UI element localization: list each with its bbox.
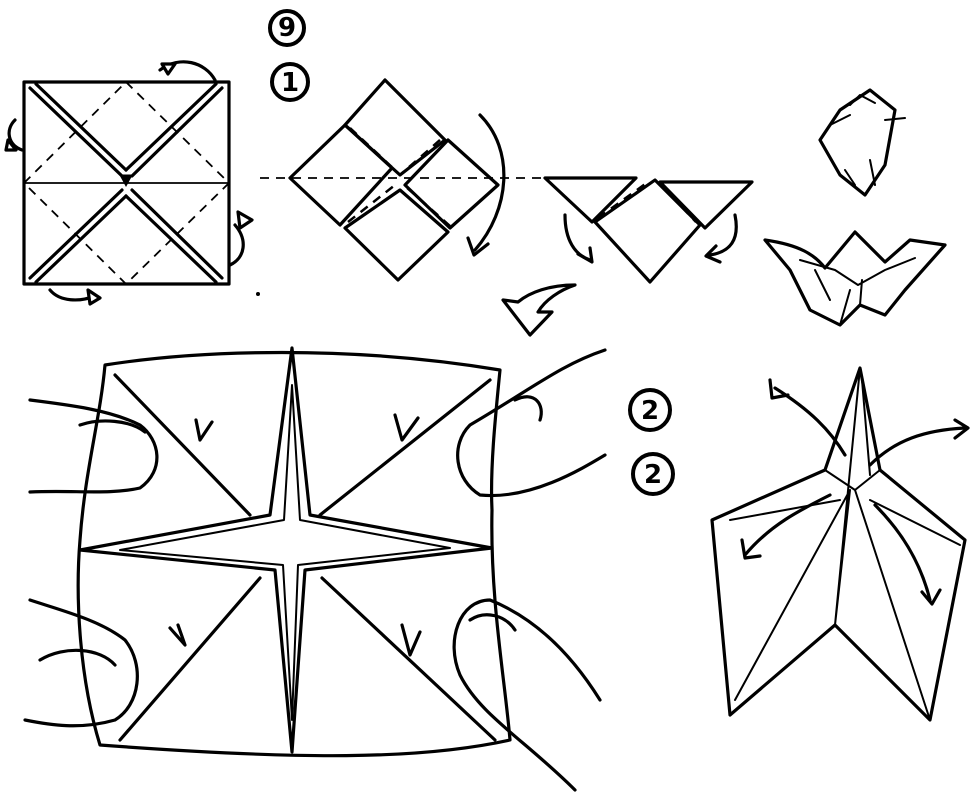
step-number-right-1: 2 [641, 396, 659, 426]
fold-mark-icon [170, 625, 185, 645]
fold-mark-icon [395, 415, 418, 440]
finger-upper-right [458, 350, 605, 496]
rotate-arrow-right-icon [230, 225, 243, 265]
hands-pulling-diagram [25, 348, 605, 790]
opened-pyramid-with-arrows [712, 368, 968, 720]
next-step-arrow-icon [503, 285, 575, 335]
step-number-badge-right-1: 2 [630, 390, 670, 430]
finished-flower-small [820, 90, 905, 195]
fold-mark-icon [402, 625, 420, 655]
step-number-top-1: 9 [278, 13, 296, 43]
step-number-badge-top-2: 1 [272, 64, 308, 100]
finished-flower-large [765, 232, 945, 325]
step-number-badge-top-1: 9 [270, 11, 304, 45]
finger-lower-left [25, 600, 137, 726]
pull-arrow-icon [875, 505, 930, 600]
step-number-right-2: 2 [644, 460, 662, 490]
step-number-badge-right-2: 2 [633, 454, 673, 494]
pull-arrow-icon [870, 428, 965, 465]
finger-lower-right [454, 600, 600, 790]
square-with-diagonal-folds [6, 62, 260, 304]
fold-mark-icon [196, 420, 212, 440]
collapsed-form [545, 178, 752, 282]
four-diamond-fold [290, 80, 504, 280]
step-number-top-2: 1 [281, 68, 299, 98]
fold-down-arrow-icon [475, 115, 504, 250]
